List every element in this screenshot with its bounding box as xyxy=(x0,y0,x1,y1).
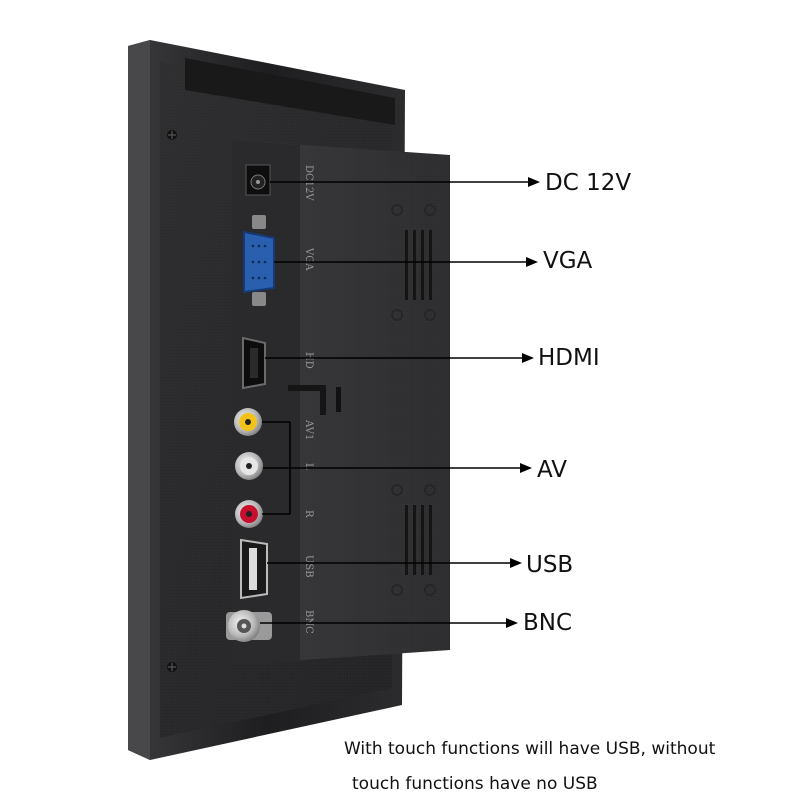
hdmi-port xyxy=(242,336,266,390)
dc-jack xyxy=(245,164,271,196)
callout-hdmi: HDMI xyxy=(538,345,600,371)
vga-port xyxy=(243,215,275,306)
callout-usb: USB xyxy=(526,552,574,578)
bnc-connector xyxy=(226,610,272,642)
vent-slots-bottom xyxy=(405,505,432,575)
av-yellow-jack xyxy=(234,408,262,436)
vent-slots-top xyxy=(405,230,432,300)
callout-arrows xyxy=(260,177,540,628)
panel-label-av1: AV1 xyxy=(303,419,314,440)
av-red-jack xyxy=(235,500,263,528)
panel-label-bnc: BNC xyxy=(303,610,314,634)
screw-icon xyxy=(167,130,177,672)
usb-note-line2: touch functions have no USB xyxy=(352,774,598,794)
usb-port xyxy=(240,538,268,600)
usb-note-line1: With touch functions will have USB, with… xyxy=(344,739,716,759)
callout-dc-12v: DC 12V xyxy=(545,170,632,196)
panel-label-l: L xyxy=(303,463,314,470)
panel-label-dc: DC12V xyxy=(303,165,314,201)
panel-label-r: R xyxy=(303,510,314,518)
callout-av: AV xyxy=(537,457,567,483)
callout-vga: VGA xyxy=(543,248,593,274)
av-white-jack xyxy=(235,452,263,480)
callout-bnc: BNC xyxy=(523,610,573,636)
panel-label-vga: VGA xyxy=(303,247,314,271)
panel-label-usb: USB xyxy=(303,555,314,578)
panel-label-hdmi: HD xyxy=(303,352,314,369)
